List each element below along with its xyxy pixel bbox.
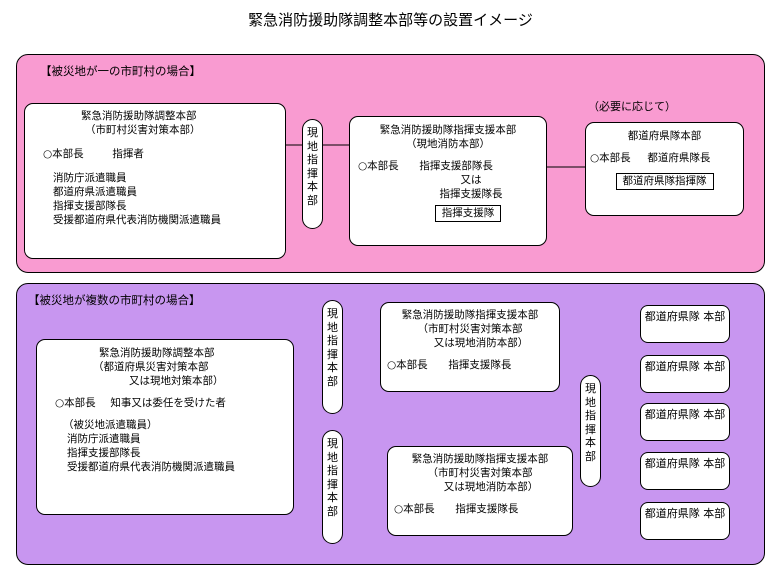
pref-unit-hq-3: 都道府県隊 本部: [640, 403, 730, 441]
multi-field-hq-pill-lower: 現 地 指 揮 本 部: [322, 430, 343, 544]
multiple-panel-label: 【被災地が複数の市町村の場合】: [28, 293, 201, 307]
single-coord-member: 都道府県派遣職員: [53, 186, 137, 198]
pref-unit-hq-5: 都道府県隊 本部: [640, 502, 730, 540]
single-pref-chief-value: 都道府県隊長: [647, 152, 711, 164]
single-support-hq-sub: （現地消防本部）: [406, 138, 490, 150]
multi-support-lower-chief-label: ○本部長: [394, 503, 435, 515]
multi-coord-chief-value: 知事又は委任を受けた者: [110, 397, 226, 409]
multi-support-lower-sub1: （市町村災害対策本部: [427, 467, 533, 479]
multi-coord-member: （被災地派遣職員）: [63, 419, 158, 431]
multi-coord-chief-label: ○本部長: [55, 397, 96, 409]
multi-coord-hq-name: 緊急消防援助隊調整本部: [99, 347, 215, 359]
multi-support-upper-sub1: （市町村災害対策本部: [417, 323, 523, 335]
single-support-alt: 指揮支援隊長: [439, 188, 503, 200]
multi-support-lower-sub2: 又は現地消防本部）: [443, 481, 539, 493]
as-needed-note: （必要に応じて）: [588, 100, 676, 113]
single-coordination-hq-box: 緊急消防援助隊調整本部 （市町村災害対策本部） ○本部長 指揮者 消防庁派遣職員…: [24, 103, 286, 259]
single-support-chief-label: ○本部長: [358, 160, 399, 172]
multiple-coordination-hq-box: 緊急消防援助隊調整本部 （都道府県災害対策本部 又は現地対策本部） ○本部長 知…: [36, 339, 294, 515]
multi-coord-member: 指揮支援部隊長: [67, 447, 141, 459]
multi-field-hq-pill-upper: 現 地 指 揮 本 部: [322, 300, 343, 414]
single-support-chief-value: 指揮支援部隊長: [419, 160, 493, 172]
single-coord-hq-sub: （市町村災害対策本部）: [85, 124, 201, 136]
multi-field-hq-pill-right: 現 地 指 揮 本 部: [580, 375, 601, 487]
single-support-unit-box: 指揮支援隊: [434, 205, 502, 222]
single-support-or: 又は: [460, 174, 482, 186]
multi-support-upper-name: 緊急消防援助隊指揮支援本部: [401, 309, 539, 321]
multi-support-hq-upper-box: 緊急消防援助隊指揮支援本部 （市町村災害対策本部 又は現地消防本部） ○本部長 …: [380, 302, 560, 392]
multi-coord-member: 消防庁派遣職員: [67, 433, 141, 445]
single-panel-label: 【被災地が一の市町村の場合】: [40, 64, 201, 78]
multi-support-upper-sub2: 又は現地消防本部）: [433, 337, 529, 349]
multi-coord-member: 受援都道府県代表消防機関派遣職員: [67, 461, 235, 473]
multi-support-lower-name: 緊急消防援助隊指揮支援本部: [411, 453, 549, 465]
multi-coord-hq-sub2: 又は現地対策本部）: [129, 375, 224, 387]
single-coord-chief-value: 指揮者: [112, 148, 144, 160]
single-coord-member: 受援都道府県代表消防機関派遣職員: [53, 214, 221, 226]
pref-unit-hq-2: 都道府県隊 本部: [640, 355, 730, 393]
page-title: 緊急消防援助隊調整本部等の設置イメージ: [248, 11, 533, 29]
single-pref-chief-label: ○本部長: [590, 152, 631, 164]
multi-support-lower-chief-value: 指揮支援隊長: [455, 503, 519, 515]
single-coord-member: 指揮支援部隊長: [53, 200, 127, 212]
single-pref-unit-box: 都道府県隊指揮隊: [615, 173, 714, 190]
single-support-hq-box: 緊急消防援助隊指揮支援本部 （現地消防本部） ○本部長 指揮支援部隊長 又は 指…: [349, 116, 547, 246]
single-support-hq-name: 緊急消防援助隊指揮支援本部: [379, 124, 517, 136]
multi-support-upper-chief-value: 指揮支援隊長: [448, 359, 512, 371]
single-coord-chief-label: ○本部長: [43, 148, 84, 160]
single-coord-member: 消防庁派遣職員: [53, 172, 127, 184]
single-field-hq-pill: 現 地 指 揮 本 部: [302, 119, 323, 229]
pref-unit-hq-4: 都道府県隊 本部: [640, 452, 730, 490]
pref-unit-hq-1: 都道府県隊 本部: [640, 305, 730, 343]
multi-support-upper-chief-label: ○本部長: [387, 359, 428, 371]
multi-coord-hq-sub1: （都道府県災害対策本部: [93, 361, 209, 373]
single-pref-hq-name: 都道府県隊本部: [627, 130, 702, 142]
multi-support-hq-lower-box: 緊急消防援助隊指揮支援本部 （市町村災害対策本部 又は現地消防本部） ○本部長 …: [387, 446, 573, 536]
single-pref-hq-box: 都道府県隊本部 ○本部長 都道府県隊長 都道府県隊指揮隊: [585, 122, 744, 216]
single-coord-hq-name: 緊急消防援助隊調整本部: [81, 110, 197, 122]
